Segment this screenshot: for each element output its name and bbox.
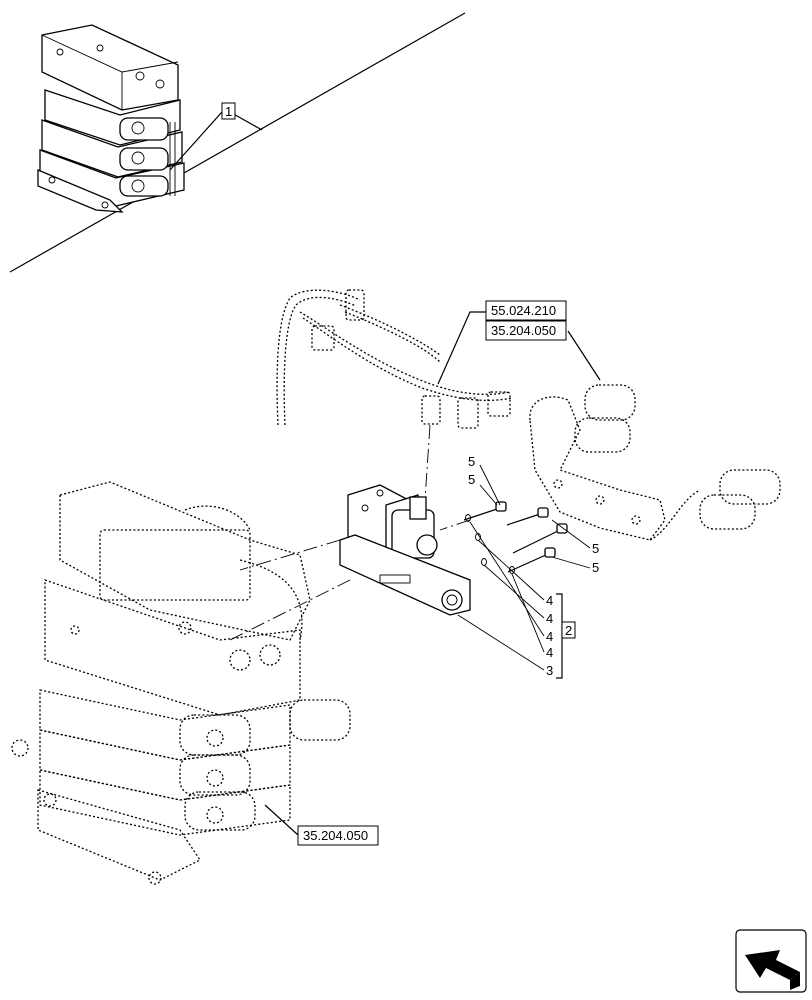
solenoid-valve — [339, 424, 471, 616]
inset-divider — [9, 12, 466, 273]
lower-valve-ref-label: 35.204.050 — [303, 828, 368, 843]
lower-valve-assembly — [11, 481, 351, 885]
solenoid-label: 3 — [546, 663, 553, 678]
bolt-label-2: 5 — [468, 472, 475, 487]
inset-ref-label: 1 — [225, 104, 232, 119]
washer-label-2: 4 — [546, 611, 553, 626]
upper-valve-callout: 35.204.050 — [485, 320, 601, 381]
bolt-label-4: 5 — [592, 560, 599, 575]
lower-valve-callout: 35.204.050 — [264, 804, 379, 846]
washer-label-3: 4 — [546, 629, 553, 644]
upper-valve-ref-label: 35.204.050 — [491, 323, 556, 338]
harness-callout: 55.024.210 — [437, 300, 567, 385]
wiring-harness — [276, 289, 513, 429]
inset-valve-assembly — [37, 24, 185, 213]
inset-callout-1: 1 — [169, 102, 263, 171]
harness-ref-label: 55.024.210 — [491, 303, 556, 318]
washers — [465, 514, 515, 574]
washer-label-4: 4 — [546, 645, 553, 660]
upper-valve-assembly — [529, 384, 781, 541]
bolt-label-3: 5 — [592, 541, 599, 556]
kit-ref-label: 2 — [565, 623, 572, 638]
washer-callouts: 4 4 4 4 3 — [457, 521, 553, 678]
kit-bracket: 2 — [556, 593, 576, 679]
alignment-lines — [229, 519, 471, 641]
bolt-label-1: 5 — [468, 454, 475, 469]
bolt-callouts: 5 5 5 5 — [468, 454, 599, 575]
washer-label-1: 4 — [546, 593, 553, 608]
next-page-arrow-icon[interactable] — [735, 929, 807, 993]
